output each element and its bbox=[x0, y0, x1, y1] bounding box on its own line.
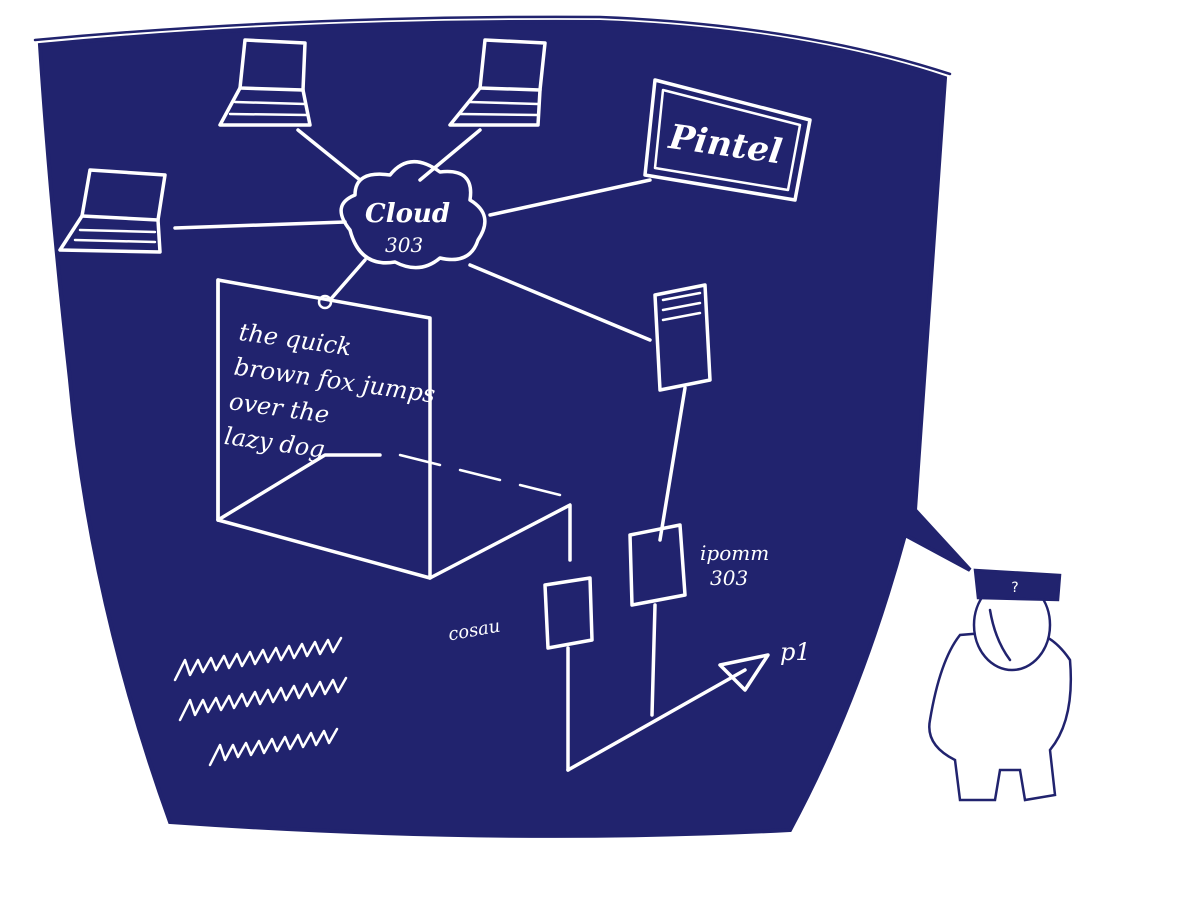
cloud-icon: Cloud 303 bbox=[339, 160, 487, 270]
cloud-number: 303 bbox=[385, 233, 423, 257]
laptop-icon bbox=[58, 168, 167, 254]
axis-lines bbox=[543, 523, 770, 772]
laptop-icon bbox=[448, 38, 547, 127]
person-with-headset: ? bbox=[928, 568, 1073, 802]
laptop-icon bbox=[218, 38, 312, 127]
visor-symbol: ? bbox=[1011, 580, 1018, 596]
tower-device bbox=[653, 283, 712, 542]
cloud-name: Cloud bbox=[365, 199, 450, 229]
device-large-label: ipomm bbox=[700, 541, 769, 565]
scribble-text bbox=[173, 636, 348, 767]
network-links bbox=[173, 128, 652, 342]
device-large-number: 303 bbox=[710, 566, 748, 590]
chalkboard-bubble bbox=[37, 19, 972, 838]
axis-label: p1 bbox=[780, 638, 811, 666]
